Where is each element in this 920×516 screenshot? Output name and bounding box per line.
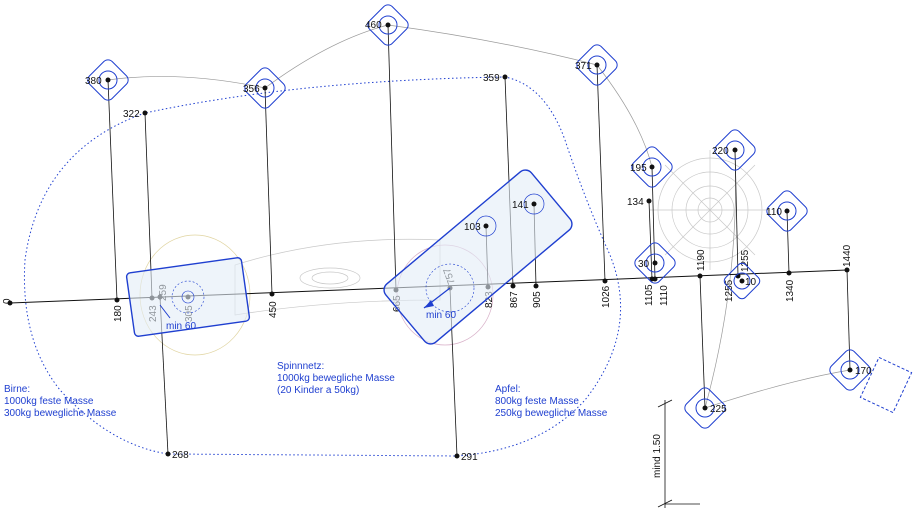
- rope-top: [107, 76, 266, 89]
- dim-mind-150-label: mind 1.50: [652, 434, 663, 478]
- dim-min-60-left: min 60: [166, 321, 196, 332]
- rope-top-3: [387, 24, 598, 66]
- anchor-label: 30: [638, 259, 650, 270]
- anchor-label: 225: [710, 404, 727, 415]
- anchor-diamonds: [87, 4, 871, 429]
- svg-text:250kg bewegliche Masse: 250kg bewegliche Masse: [495, 408, 608, 419]
- station-label: 867: [509, 291, 520, 308]
- station-label: 1340: [785, 279, 796, 302]
- anchor-labels: 380 356 460 359 371 322 195 220 134 110 …: [85, 20, 872, 463]
- station-label: 905: [532, 291, 543, 308]
- anchor-points: [105, 22, 853, 459]
- station-label: 1255: [740, 249, 751, 272]
- note-birne: Birne: 1000kg feste Masse 300kg beweglic…: [4, 384, 117, 419]
- svg-text:Apfel:: Apfel:: [495, 384, 521, 395]
- fall-zone-apfel: [383, 169, 573, 345]
- anchor-label: 359: [483, 73, 500, 84]
- anchor-label: 322: [123, 109, 140, 120]
- fall-zone-birne: [125, 257, 251, 337]
- anchor-label: 380: [85, 76, 102, 87]
- station-label: 1255: [724, 279, 735, 302]
- background-sketch: [107, 24, 851, 409]
- svg-text:(20 Kinder a 50kg): (20 Kinder a 50kg): [277, 385, 359, 396]
- station-label: 1110: [659, 285, 670, 306]
- station-label: 823: [484, 291, 495, 308]
- svg-text:Birne:: Birne:: [4, 384, 30, 395]
- anchor-label: 220: [712, 146, 729, 157]
- note-apfel: Apfel: 800kg feste Masse 250kg beweglich…: [495, 384, 608, 419]
- dim-min-60-mid: min 60: [426, 310, 456, 321]
- rope-right: [596, 64, 653, 168]
- rope-top-2: [264, 24, 389, 89]
- rope-bottom-right: [704, 369, 851, 409]
- svg-text:Spinnnetz:: Spinnnetz:: [277, 361, 324, 372]
- anchor-label: 460: [365, 20, 382, 31]
- svg-text:1000kg bewegliche Masse: 1000kg bewegliche Masse: [277, 373, 395, 384]
- svg-text:800kg feste Masse: 800kg feste Masse: [495, 396, 579, 407]
- anchor-label: 110: [766, 207, 782, 218]
- axis-origin-point: [7, 300, 13, 306]
- station-label: 1440: [842, 244, 853, 267]
- spider-web-right: [650, 150, 770, 270]
- anchor-label: 268: [172, 450, 189, 461]
- anchor-label: 371: [575, 61, 592, 72]
- anchor-label: 170: [855, 366, 872, 377]
- anchor-label: 356: [243, 84, 260, 95]
- station-label: 1190: [696, 249, 707, 271]
- axis-origin-label: 0: [2, 298, 13, 304]
- anchor-label: 195: [630, 163, 647, 174]
- anchor-label: 141: [512, 200, 529, 211]
- station-label: 180: [113, 305, 124, 322]
- anchor-label: 291: [461, 452, 478, 463]
- spider-web-tube: [299, 267, 361, 289]
- anchor-label: 10: [745, 277, 757, 288]
- svg-text:1000kg feste Masse: 1000kg feste Masse: [4, 396, 94, 407]
- station-label: 1105: [644, 284, 655, 306]
- note-spinnnetz: Spinnnetz: 1000kg bewegliche Masse (20 K…: [277, 361, 395, 396]
- anchor-label: 103: [464, 222, 481, 233]
- station-label: 450: [268, 301, 279, 318]
- anchor-label: 134: [627, 197, 644, 208]
- station-label: 1026: [601, 285, 612, 308]
- svg-text:300kg bewegliche Masse: 300kg bewegliche Masse: [4, 408, 117, 419]
- dim-mind-150: [657, 399, 700, 508]
